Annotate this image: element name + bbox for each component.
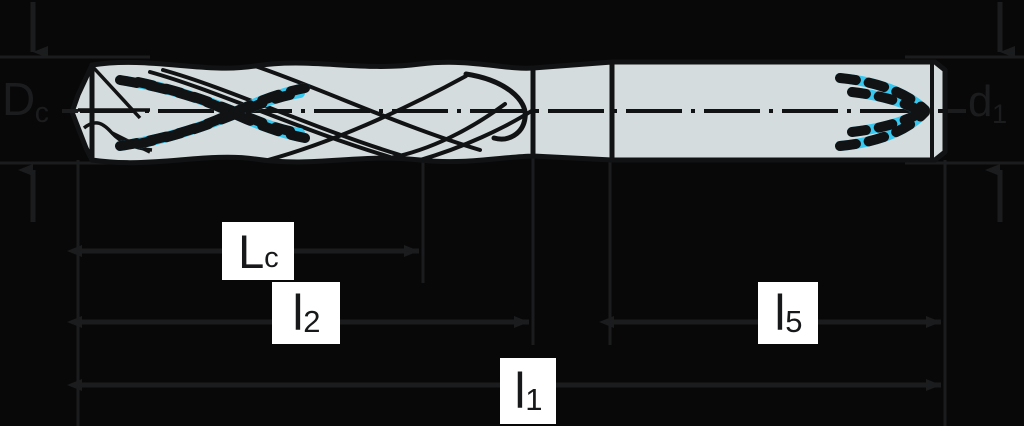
- neck-boundary-lines: [531, 62, 614, 160]
- diameter-arrows: [18, 2, 1015, 222]
- internal-coolant-channels: [115, 73, 930, 151]
- flute-runout: [463, 71, 528, 142]
- drill-tool-body: [69, 59, 948, 166]
- dimension-label-cutting-diameter: Dc: [2, 73, 49, 130]
- dimension-label-shank-diameter: d1: [968, 77, 1007, 130]
- extension-lines: [0, 55, 1024, 426]
